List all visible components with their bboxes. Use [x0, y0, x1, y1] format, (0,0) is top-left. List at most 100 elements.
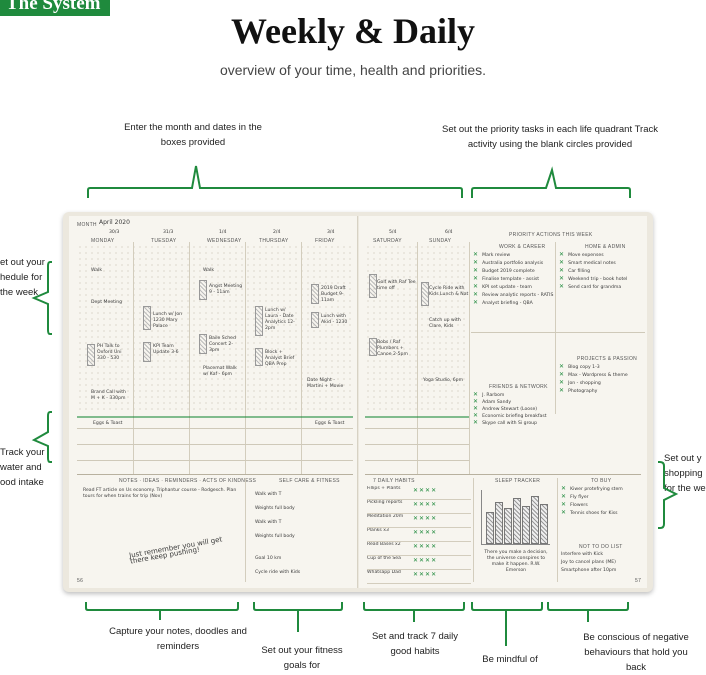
page-number-left: 56 [77, 578, 84, 584]
list-item-text: Mark review [482, 253, 511, 258]
section-divider [77, 474, 353, 475]
list-item-text: Flowers [570, 503, 588, 508]
entry-thu-0: Lunch w/ Laura - Date Analytics 12-2pm [265, 308, 295, 331]
entry-wed-2: Baile Sched Concert 2-3pm [209, 336, 236, 353]
fitness-2: Walk with T [255, 520, 282, 525]
date-sun: 6/4 [445, 230, 453, 235]
meal-row-divider [77, 444, 353, 445]
water-tracker-row [77, 416, 353, 418]
doodle-text: Just remember you will get there keep pu… [128, 535, 223, 566]
water-tracker-row [365, 416, 469, 418]
check-mark-icon: ✕ [473, 419, 483, 426]
entry-tue-1: KPI Team Update 3-6 [153, 344, 179, 355]
check-mark-icon: ✕ [559, 251, 569, 258]
entry-sun-0: Cycle Ride with Kids Lunch & Nat [429, 286, 469, 297]
list-item-text: Andrew Stewart (Loose) [482, 407, 538, 412]
list-item: ✕ Kiwer protefrying stem [561, 486, 641, 494]
day-sunday: SUNDAY [429, 238, 452, 244]
planner-spread: MONTH April 2020 MONDAY TUESDAY WEDNESDA… [63, 212, 653, 592]
list-item: ✕ J. Rarbom [473, 392, 553, 399]
entry-fri-1: Lunch with Akid - 1230 [321, 314, 348, 325]
entry-sat-1: Bobs / Raf Plumbers + Canoe 2-5pm [377, 340, 408, 357]
habit-row: Whatsapp Dad✕✕✕✕ [367, 570, 471, 584]
buy-list: ✕ Kiwer protefrying stem✕ Fly flyer✕ Flo… [561, 486, 641, 518]
caption-negative: Be conscious of negative behaviours that… [583, 632, 689, 673]
list-item: Interfere with Kick [561, 552, 641, 560]
list-item-text: Tennis shoes for Kiss [570, 511, 618, 516]
notes-text: Read FT article on Us economy. Triphantu… [83, 488, 237, 499]
caption-mindful: Be mindful of [482, 654, 538, 665]
list-item-text: Budget 2019 complete [482, 269, 535, 274]
fitness-1: Weights full body [255, 506, 295, 511]
caption-priority-tasks: Set out the priority tasks in each life … [442, 124, 658, 150]
right-page: SATURDAY SUNDAY 5/4 6/4 PRIORITY ACTIONS… [359, 216, 647, 588]
schedule-block [199, 280, 207, 300]
habit-row: Meditation 20m✕✕✕✕ [367, 514, 471, 528]
date-sat: 5/4 [389, 230, 397, 235]
check-mark-icon: ✕ [561, 493, 571, 500]
meal-row-divider [365, 444, 469, 445]
date-mon: 30/3 [109, 230, 120, 235]
meal-row-divider [365, 428, 469, 429]
list-item-text: Review analytic reports - RATIS [482, 293, 554, 298]
list-item-text: KPI set update - team [482, 285, 532, 290]
list-item: ✕ Australia portfolio analysis [473, 260, 553, 268]
projects-task-list: ✕ Blog copy 1-3✕ Max - Wordpress & theme… [559, 364, 639, 396]
col-divider [557, 478, 558, 582]
list-item: ✕ Andrew Stewart (Loose) [473, 406, 553, 413]
list-item: ✕ Move expenses [559, 252, 639, 260]
fitness-0: Walk with T [255, 492, 282, 497]
day-tuesday: TUESDAY [151, 238, 177, 244]
habit-row: Fillips + Plants✕✕✕✕ [367, 486, 471, 500]
habit-row: Planks x3✕✕✕✕ [367, 528, 471, 542]
list-item-text: Smartphone after 10pm [561, 568, 617, 573]
check-mark-icon: ✕ [473, 398, 483, 405]
section-divider [365, 474, 641, 475]
day-wednesday: WEDNESDAY [207, 238, 242, 244]
fitness-3: Weights full body [255, 534, 295, 539]
list-item: Joy to cancel plans (ME) [561, 560, 641, 568]
work-header: WORK & CAREER [499, 244, 546, 250]
caption-fitness: Set out your fitness goals for [261, 645, 343, 671]
habit-label: Planks x3 [367, 528, 389, 533]
entry-fri-2: Date Night - Martini + Movie [307, 378, 344, 389]
list-item-text: Photography [568, 389, 598, 394]
list-item-text: Car filling [568, 269, 591, 274]
date-fri: 3/4 [327, 230, 335, 235]
system-badge: The System [0, 0, 111, 16]
list-item-text: Joy to cancel plans (ME) [561, 560, 616, 565]
habit-row: Cup of the Sea✕✕✕✕ [367, 556, 471, 570]
sleep-bar [540, 504, 548, 544]
habit-label: Read Bases x2 [367, 542, 401, 547]
entry-fri-0: 2019 Draft Budget 9-11am [321, 286, 346, 303]
habit-check-icons: ✕✕✕✕ [413, 543, 438, 550]
list-item: ✕ Photography [559, 388, 639, 396]
friends-task-list: ✕ J. Rarbom✕ Adam Sandy✕ Andrew Stewart … [473, 392, 553, 427]
list-item-text: Jon - shopping [568, 381, 601, 386]
sleep-bar [486, 512, 494, 544]
list-item: ✕ Flowers [561, 502, 641, 510]
col-divider [417, 242, 418, 474]
habit-label: Meditation 20m [367, 514, 404, 519]
left-page: MONTH April 2020 MONDAY TUESDAY WEDNESDA… [69, 216, 358, 588]
habit-label: Fillips + Plants [367, 486, 401, 491]
meal-mon: Eggs & Toast [93, 421, 123, 426]
habit-check-icons: ✕✕✕✕ [413, 557, 438, 564]
check-mark-icon: ✕ [473, 412, 483, 419]
list-item-text: Fly flyer [570, 495, 589, 500]
caption-shopping: Set out y shopping for the we [664, 453, 706, 494]
not-to-do-header: NOT TO DO LIST [579, 544, 623, 550]
list-item: ✕ Car filling [559, 268, 639, 276]
entry-sun-1: Catch up with Clare, Kids [429, 318, 461, 329]
habit-label: Whatsapp Dad [367, 570, 401, 575]
entry-mon-2: PH Talk to Oxford Uni 330 - 530 [97, 344, 122, 361]
list-item: ✕ Mark review [473, 252, 553, 260]
check-mark-icon: ✕ [561, 485, 571, 492]
list-item-text: Finalise template - assist [482, 277, 540, 282]
schedule-block [199, 334, 207, 354]
list-item-text: Max - Wordpress & theme [568, 373, 628, 378]
check-mark-icon: ✕ [559, 283, 569, 290]
list-item-text: Skype call with Si group [482, 421, 538, 426]
